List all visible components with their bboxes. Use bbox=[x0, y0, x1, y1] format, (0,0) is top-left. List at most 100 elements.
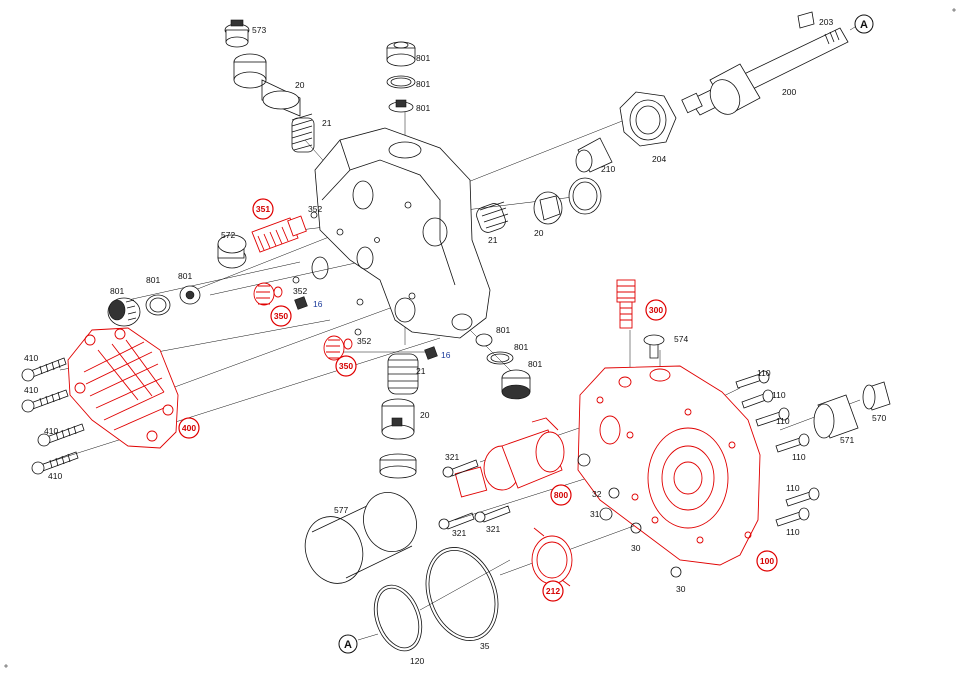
part-20-ring-right bbox=[568, 177, 602, 215]
label-350-a[interactable]: 350 bbox=[270, 305, 292, 327]
label-32[interactable]: 32 bbox=[592, 489, 602, 499]
part-20-tappet-right bbox=[533, 191, 563, 225]
svg-text:212: 212 bbox=[546, 586, 560, 596]
label-352-b[interactable]: 352 bbox=[293, 286, 307, 296]
svg-text:350: 350 bbox=[339, 361, 353, 371]
label-20-right[interactable]: 20 bbox=[534, 228, 544, 238]
part-210-bushing bbox=[575, 137, 613, 173]
label-16-b[interactable]: 16 bbox=[441, 350, 451, 360]
label-410-1[interactable]: 410 bbox=[24, 353, 38, 363]
label-572[interactable]: 572 bbox=[221, 230, 235, 240]
label-204[interactable]: 204 bbox=[652, 154, 666, 164]
label-16-a[interactable]: 16 bbox=[313, 299, 323, 309]
label-300[interactable]: 300 bbox=[645, 299, 667, 321]
part-20-tappet-bottom bbox=[379, 398, 417, 479]
label-30-b[interactable]: 30 bbox=[676, 584, 686, 594]
part-572-cup bbox=[217, 234, 247, 269]
svg-text:800: 800 bbox=[554, 490, 568, 500]
part-801-ring-left bbox=[145, 294, 171, 316]
part-100-flange-body bbox=[577, 365, 761, 566]
label-410-2[interactable]: 410 bbox=[24, 385, 38, 395]
part-577-sleeve bbox=[304, 492, 417, 584]
label-801-left-3[interactable]: 801 bbox=[178, 271, 192, 281]
label-203[interactable]: 203 bbox=[819, 17, 833, 27]
part-352-ball-b bbox=[292, 276, 300, 284]
red-part-labels: 351 350 350 400 300 800 100 212 bbox=[178, 198, 778, 602]
part-801-small-left bbox=[179, 285, 201, 305]
label-352-c[interactable]: 352 bbox=[357, 336, 371, 346]
svg-text:300: 300 bbox=[649, 305, 663, 315]
part-352-ball-c bbox=[354, 328, 362, 336]
part-350-valve-b bbox=[323, 335, 353, 361]
svg-text:A: A bbox=[860, 19, 868, 31]
part-573-valve bbox=[224, 19, 250, 48]
part-16-pin-a bbox=[294, 296, 308, 310]
label-801-top-3[interactable]: 801 bbox=[416, 103, 430, 113]
svg-text:A: A bbox=[344, 639, 352, 651]
label-21-right[interactable]: 21 bbox=[488, 235, 498, 245]
part-350-valve-a bbox=[253, 282, 283, 306]
label-350-b[interactable]: 350 bbox=[335, 355, 357, 377]
label-110-1[interactable]: 110 bbox=[757, 368, 771, 378]
label-801-left-1[interactable]: 801 bbox=[110, 286, 124, 296]
part-rings-small bbox=[577, 453, 682, 578]
label-21-bottom[interactable]: 21 bbox=[416, 366, 426, 376]
part-570-cap bbox=[862, 381, 891, 411]
part-801-ring-right bbox=[486, 351, 514, 365]
label-110-3[interactable]: 110 bbox=[776, 416, 790, 426]
part-21-spring-bottom bbox=[387, 353, 419, 395]
label-410-4[interactable]: 410 bbox=[48, 471, 62, 481]
label-321-2[interactable]: 321 bbox=[452, 528, 466, 538]
label-571[interactable]: 571 bbox=[840, 435, 854, 445]
label-573[interactable]: 573 bbox=[252, 25, 266, 35]
part-801-plug-top bbox=[386, 41, 416, 67]
label-574[interactable]: 574 bbox=[674, 334, 688, 344]
label-352-a[interactable]: 352 bbox=[308, 204, 322, 214]
label-400[interactable]: 400 bbox=[178, 417, 200, 439]
label-577[interactable]: 577 bbox=[334, 505, 348, 515]
label-351[interactable]: 351 bbox=[252, 198, 274, 220]
label-110-2[interactable]: 110 bbox=[772, 390, 786, 400]
part-20-tappet-top bbox=[233, 53, 301, 117]
label-30-a[interactable]: 30 bbox=[631, 543, 641, 553]
label-120[interactable]: 120 bbox=[410, 656, 424, 666]
label-801-right-3[interactable]: 801 bbox=[528, 359, 542, 369]
part-801-ring-top bbox=[386, 75, 416, 89]
label-801-top-1[interactable]: 801 bbox=[416, 53, 430, 63]
part-321-bolts bbox=[438, 459, 511, 530]
part-35-oring bbox=[425, 547, 499, 641]
label-800[interactable]: 800 bbox=[550, 484, 572, 506]
label-20-bottom[interactable]: 20 bbox=[420, 410, 430, 420]
label-21-top[interactable]: 21 bbox=[322, 118, 332, 128]
label-410-3[interactable]: 410 bbox=[44, 426, 58, 436]
label-200[interactable]: 200 bbox=[782, 87, 796, 97]
part-204-nut bbox=[619, 91, 677, 147]
svg-text:351: 351 bbox=[256, 204, 270, 214]
label-801-top-2[interactable]: 801 bbox=[416, 79, 430, 89]
label-801-left-2[interactable]: 801 bbox=[146, 275, 160, 285]
label-801-right-2[interactable]: 801 bbox=[514, 342, 528, 352]
label-570[interactable]: 570 bbox=[872, 413, 886, 423]
label-110-4[interactable]: 110 bbox=[792, 452, 806, 462]
label-210[interactable]: 210 bbox=[601, 164, 615, 174]
part-212-gasket bbox=[531, 527, 573, 587]
label-100[interactable]: 100 bbox=[756, 550, 778, 572]
label-31[interactable]: 31 bbox=[590, 509, 600, 519]
label-321-3[interactable]: 321 bbox=[486, 524, 500, 534]
connector-a-bottom: A bbox=[338, 633, 379, 654]
part-571-sleeve bbox=[813, 394, 859, 439]
label-110-6[interactable]: 110 bbox=[786, 527, 800, 537]
pump-housing-body bbox=[311, 127, 491, 339]
part-300-valve-top bbox=[616, 279, 636, 329]
label-801-right-1[interactable]: 801 bbox=[496, 325, 510, 335]
part-801-small-right bbox=[475, 333, 493, 347]
label-321-1[interactable]: 321 bbox=[445, 452, 459, 462]
label-110-5[interactable]: 110 bbox=[786, 483, 800, 493]
label-20-top[interactable]: 20 bbox=[295, 80, 305, 90]
part-801-plug-left bbox=[107, 297, 141, 327]
label-35[interactable]: 35 bbox=[480, 641, 490, 651]
part-801-plug-right bbox=[501, 369, 531, 400]
label-212[interactable]: 212 bbox=[542, 580, 564, 602]
corner-marks bbox=[4, 8, 956, 668]
svg-text:400: 400 bbox=[182, 423, 196, 433]
